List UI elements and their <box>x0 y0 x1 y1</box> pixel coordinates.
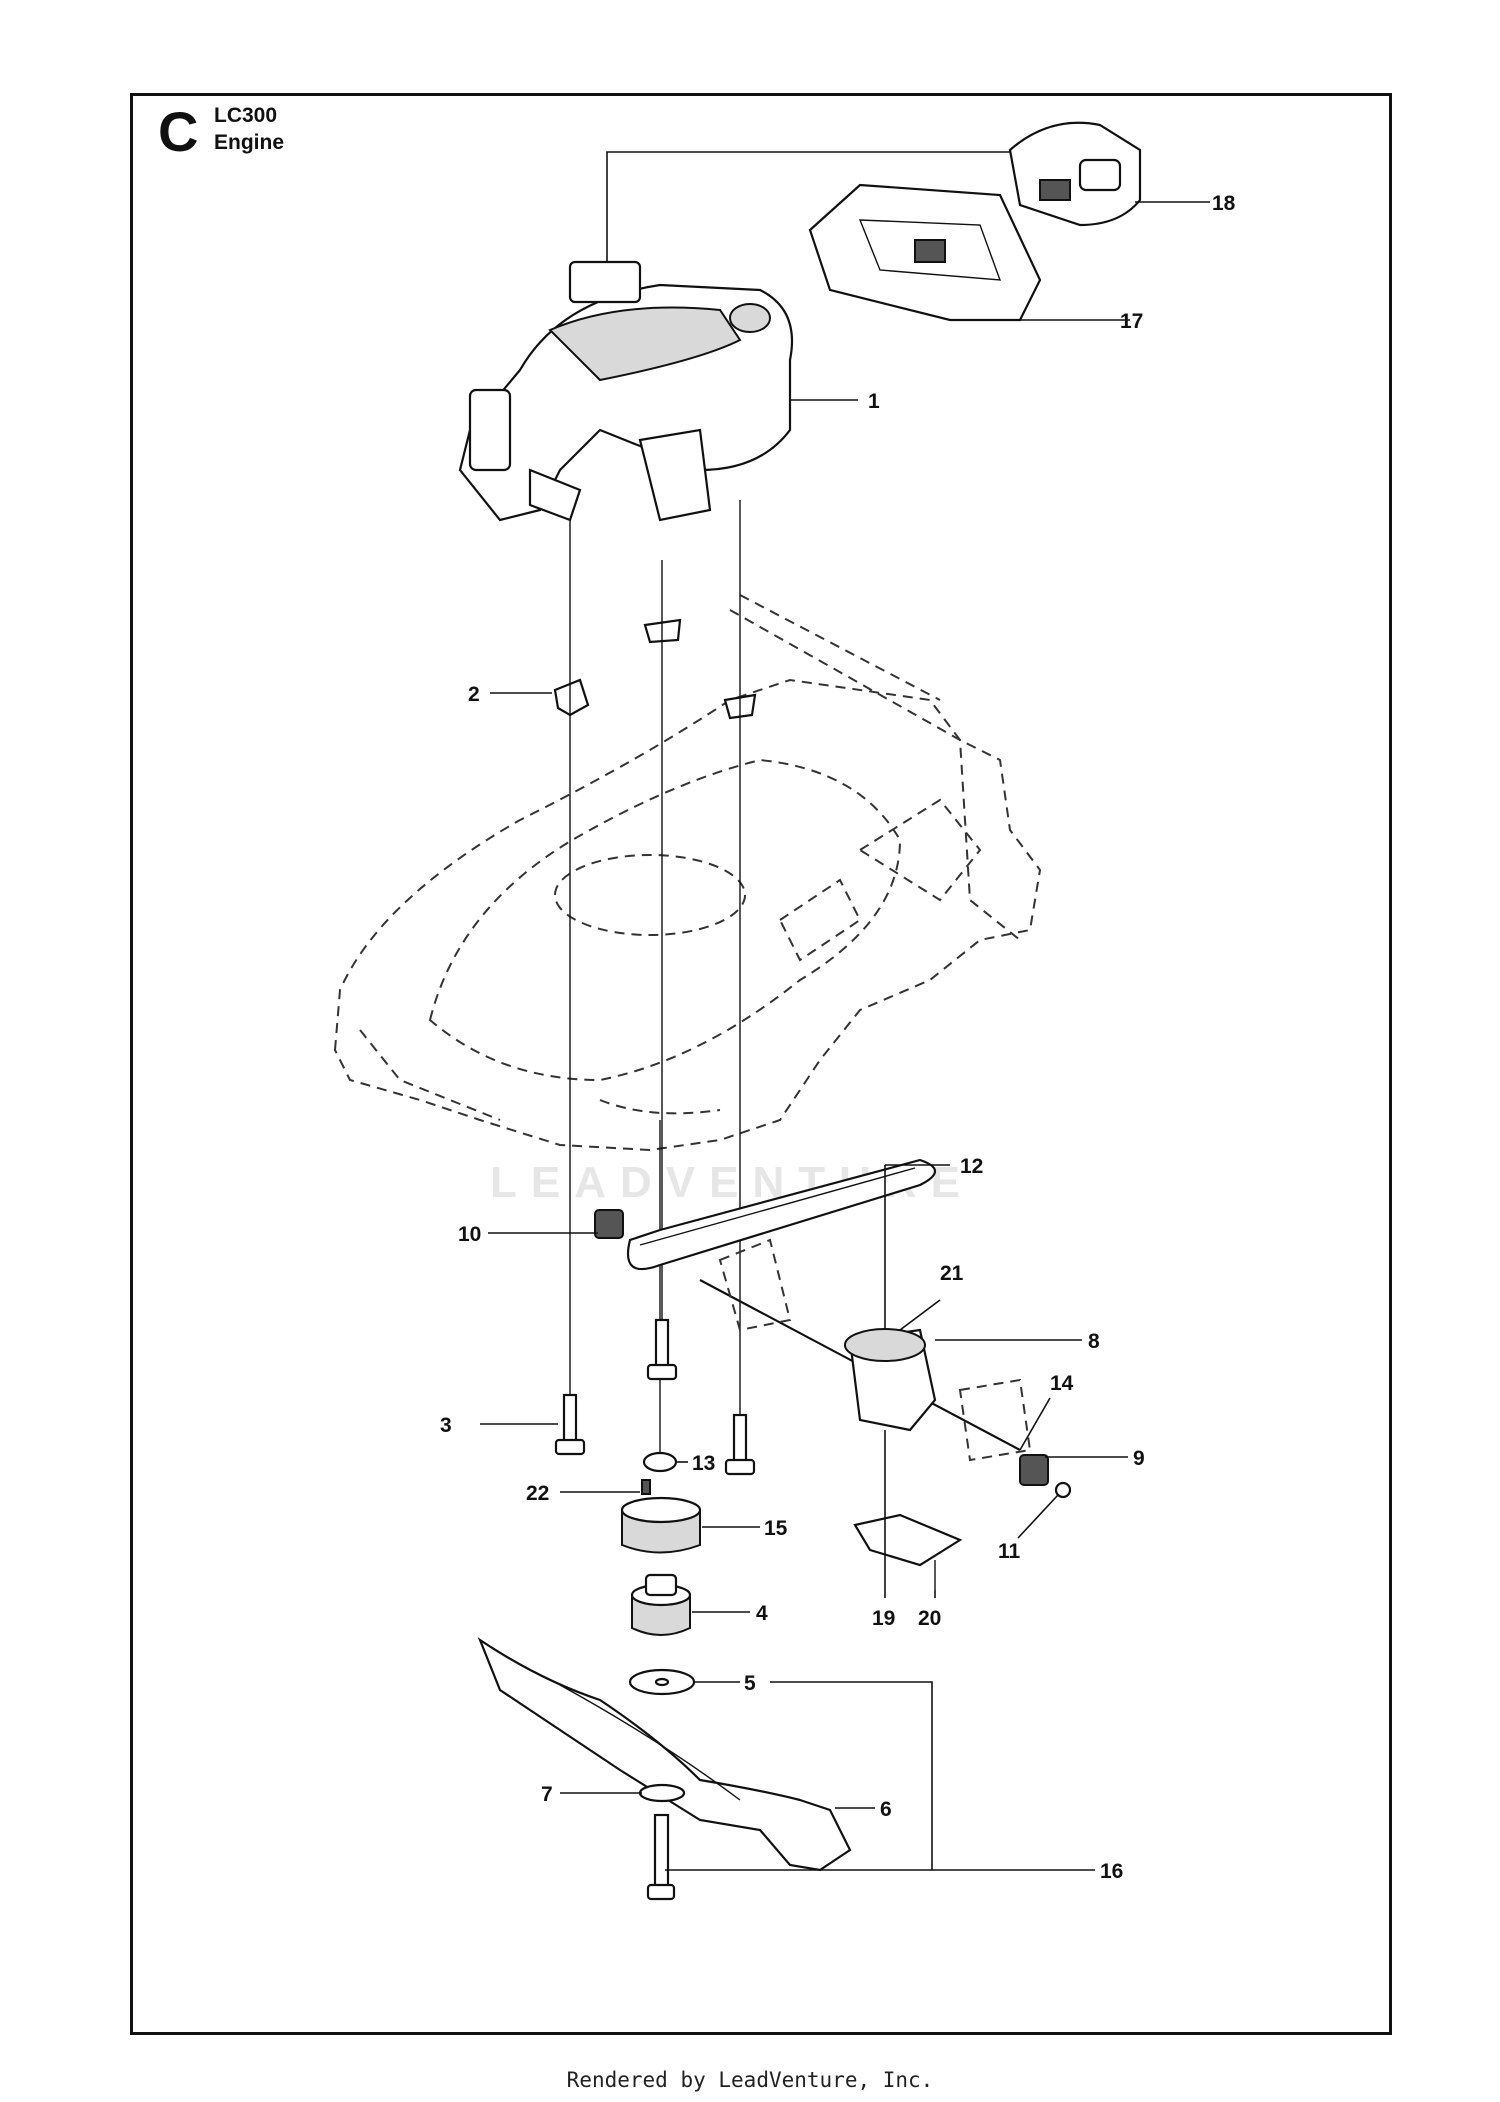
callout-14: 14 <box>1050 1372 1074 1395</box>
callout-19: 19 <box>872 1607 895 1630</box>
mower-deck <box>333 594 1042 1152</box>
callout-3: 3 <box>440 1414 452 1437</box>
callout-1: 1 <box>868 390 880 413</box>
model-name: LC300 <box>214 104 278 127</box>
axle-gearbox[interactable] <box>699 1238 1032 1462</box>
callout-4: 4 <box>756 1602 768 1625</box>
callout-9: 9 <box>1133 1447 1145 1470</box>
hub-4[interactable] <box>630 1573 692 1636</box>
callout-16: 16 <box>1100 1860 1123 1883</box>
callout-6: 6 <box>880 1798 892 1821</box>
bolt-right[interactable] <box>724 1413 756 1476</box>
callout-20: 20 <box>918 1607 941 1630</box>
washer-7[interactable] <box>638 1783 686 1803</box>
assembly-lines <box>569 500 741 1460</box>
leader-lines <box>480 151 1210 1871</box>
callout-2: 2 <box>468 683 480 706</box>
adapter-15[interactable] <box>620 1496 702 1554</box>
bolt-3[interactable] <box>554 1393 586 1456</box>
bolt-center[interactable] <box>646 1318 678 1381</box>
washer-5[interactable] <box>628 1668 696 1696</box>
callout-8: 8 <box>1088 1330 1100 1353</box>
blade-6[interactable] <box>477 1637 852 1872</box>
bracket[interactable] <box>853 1513 963 1590</box>
callout-15: 15 <box>764 1517 788 1540</box>
callout-22: 22 <box>526 1482 549 1505</box>
drive-belt[interactable] <box>626 1158 937 1271</box>
battery[interactable] <box>1008 121 1142 227</box>
callout-17: 17 <box>1120 310 1143 333</box>
callout-11: 11 <box>998 1540 1021 1563</box>
callout-7: 7 <box>541 1783 553 1806</box>
callout-13: 13 <box>692 1452 715 1475</box>
callout-labels: 18 17 1 2 12 10 21 8 14 3 13 9 22 15 11 … <box>440 192 1236 1883</box>
callout-10: 10 <box>458 1223 481 1246</box>
callout-12: 12 <box>960 1155 983 1178</box>
callout-21: 21 <box>940 1262 964 1285</box>
gear-10[interactable] <box>594 1209 624 1239</box>
page-title: Engine <box>214 131 285 154</box>
ring-11[interactable] <box>1054 1481 1072 1499</box>
clip-2[interactable] <box>553 678 590 717</box>
engine[interactable] <box>458 260 794 522</box>
callout-18: 18 <box>1212 192 1236 215</box>
footer-credit: Rendered by LeadVenture, Inc. <box>566 2068 934 2092</box>
key-22[interactable] <box>641 1479 651 1495</box>
charger[interactable] <box>808 183 1042 322</box>
washer-13[interactable] <box>642 1451 678 1473</box>
diagram-frame <box>130 93 1392 2035</box>
callout-5: 5 <box>744 1672 756 1695</box>
bolt-16[interactable] <box>646 1813 676 1901</box>
section-letter: C <box>158 100 199 163</box>
gear-9[interactable] <box>1019 1454 1049 1486</box>
